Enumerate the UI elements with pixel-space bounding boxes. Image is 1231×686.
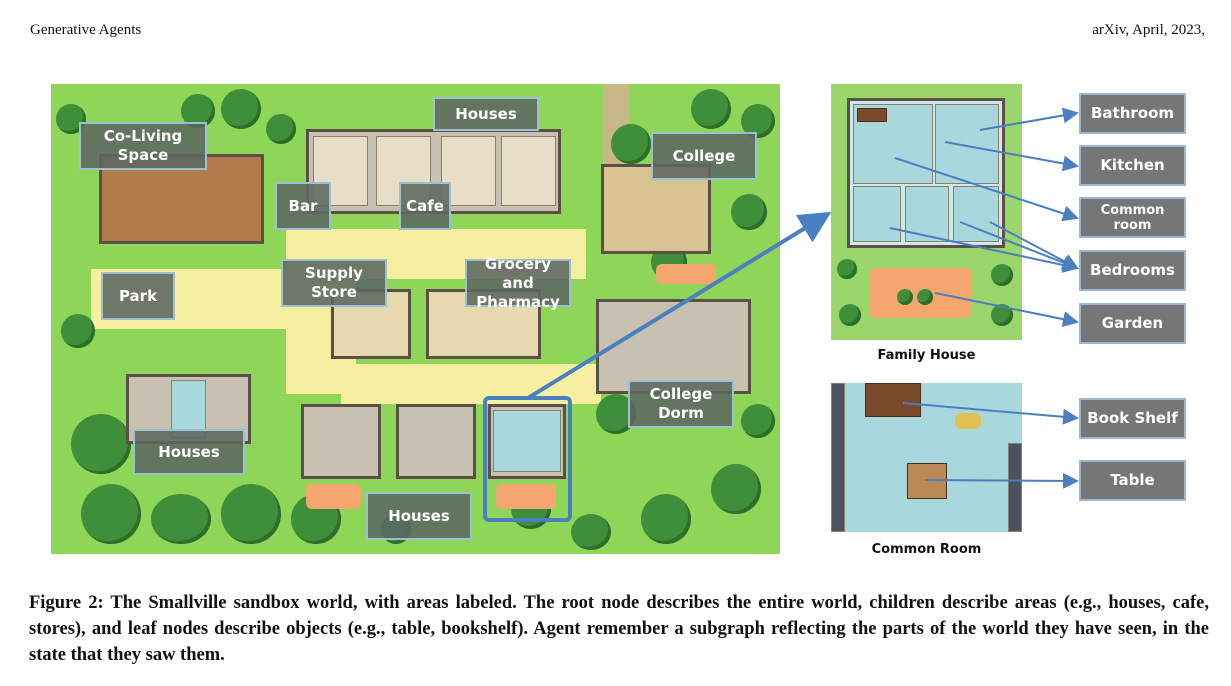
tree xyxy=(839,304,861,326)
tree xyxy=(266,114,296,144)
tree xyxy=(837,259,857,279)
garden-patch xyxy=(656,264,716,284)
map-label-college-dorm: College Dorm xyxy=(628,380,734,428)
map-label-houses-bottom: Houses xyxy=(366,492,472,540)
map-label-houses-left: Houses xyxy=(133,429,245,475)
room xyxy=(493,410,561,472)
tree xyxy=(741,404,775,438)
tree xyxy=(917,289,933,305)
family-house-bedroom xyxy=(953,186,999,242)
map-label-bar: Bar xyxy=(275,182,331,230)
running-header-venue: arXiv, April, 2023, xyxy=(1092,22,1205,38)
tree xyxy=(221,484,281,544)
tree xyxy=(71,414,131,474)
smallville-map: Co-Living Space Houses College Bar Cafe … xyxy=(51,84,780,554)
tree xyxy=(711,464,761,514)
figure-caption: Figure 2: The Smallville sandbox world, … xyxy=(29,593,1209,665)
object-label-bathroom: Bathroom xyxy=(1079,93,1186,134)
family-house-kitchen xyxy=(935,104,999,184)
tree xyxy=(151,494,211,544)
tree xyxy=(641,494,691,544)
tree xyxy=(81,484,141,544)
building-house xyxy=(396,404,476,479)
tree xyxy=(991,264,1013,286)
family-house-view xyxy=(831,84,1022,340)
tree xyxy=(61,314,95,348)
object-label-bedrooms: Bedrooms xyxy=(1079,250,1186,291)
family-house-furniture xyxy=(857,108,887,122)
tree xyxy=(991,304,1013,326)
running-header-title: Generative Agents xyxy=(30,22,142,38)
object-label-table: Table xyxy=(1079,460,1186,501)
tree xyxy=(731,194,767,230)
map-label-grocery-pharmacy: Grocery and Pharmacy xyxy=(465,255,571,311)
wall xyxy=(831,383,845,532)
garden-patch xyxy=(306,484,361,509)
map-label-coliving-space: Co-Living Space xyxy=(79,122,207,170)
subfigure-caption-family-house: Family House xyxy=(877,348,976,363)
building-house xyxy=(301,404,381,479)
map-label-college: College xyxy=(651,132,757,180)
room xyxy=(501,136,556,206)
tree xyxy=(897,289,913,305)
wall xyxy=(1008,443,1022,532)
tree xyxy=(691,89,731,129)
room xyxy=(171,380,206,438)
garden-patch xyxy=(496,484,556,509)
map-path xyxy=(341,364,601,404)
book-shelf-object xyxy=(865,383,921,417)
common-room-view xyxy=(831,383,1022,532)
family-house-bedroom xyxy=(853,186,901,242)
object-label-kitchen: Kitchen xyxy=(1079,145,1186,186)
map-label-cafe: Cafe xyxy=(399,182,451,230)
tree xyxy=(571,514,611,550)
map-label-park: Park xyxy=(101,272,175,320)
map-label-houses-top: Houses xyxy=(433,97,539,131)
family-house-bedroom xyxy=(905,186,949,242)
tree xyxy=(221,89,261,129)
object-label-garden: Garden xyxy=(1079,303,1186,344)
subfigure-caption-common-room: Common Room xyxy=(871,542,982,557)
object-label-common-room: Common room xyxy=(1079,197,1186,238)
object-label-book-shelf: Book Shelf xyxy=(1079,398,1186,439)
rug xyxy=(955,413,981,429)
table-object xyxy=(907,463,947,499)
map-label-supply-store: Supply Store xyxy=(281,259,387,307)
tree xyxy=(611,124,651,164)
